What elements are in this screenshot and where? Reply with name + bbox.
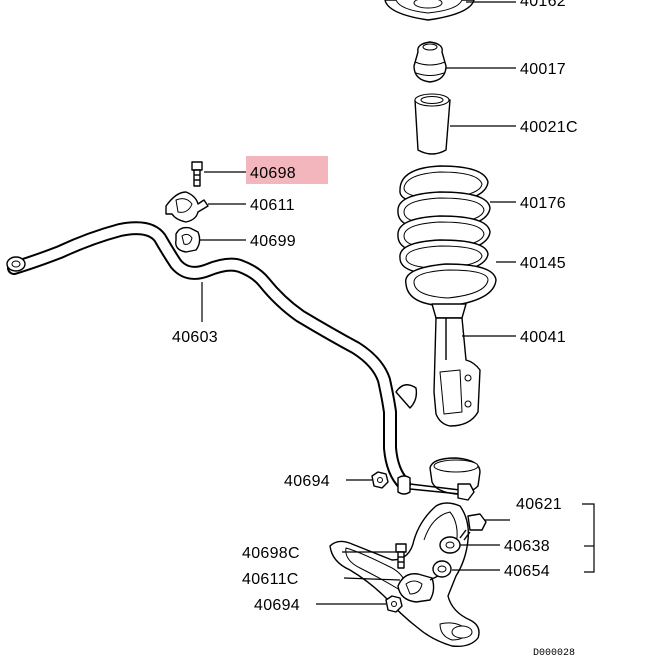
label-top-cut[interactable]: 40162 (520, 0, 566, 10)
bushing-top (175, 226, 201, 253)
label-40145[interactable]: 40145 (520, 255, 566, 272)
stabilizer-bar (6, 221, 418, 491)
lower-spring-seat (405, 263, 497, 307)
lower-arm (329, 502, 480, 648)
stud-nut (459, 513, 487, 541)
diagram-code: D000028 (533, 648, 575, 659)
label-40176[interactable]: 40176 (520, 195, 566, 212)
nut-bottom (385, 595, 403, 613)
label-40694-mid[interactable]: 40694 (284, 473, 330, 490)
label-40611[interactable]: 40611 (250, 197, 295, 214)
label-40638[interactable]: 40638 (504, 538, 550, 555)
upper-spring-seat (384, 0, 475, 21)
label-40041[interactable]: 40041 (520, 329, 566, 346)
label-40021c[interactable]: 40021C (520, 119, 578, 136)
dust-cover (414, 93, 451, 155)
label-40017[interactable]: 40017 (520, 61, 566, 78)
label-40698[interactable]: 40698 (250, 165, 296, 182)
bracket-line-right (582, 503, 595, 573)
highlight-40698 (246, 156, 328, 184)
strut-body (431, 303, 481, 427)
nut-mid (371, 471, 389, 489)
label-40694-bot[interactable]: 40694 (254, 597, 300, 614)
label-40698c[interactable]: 40698C (242, 545, 300, 562)
bracket-lower (397, 573, 439, 603)
bolt-lower (395, 543, 407, 569)
leader-40611c (343, 577, 401, 581)
label-40621[interactable]: 40621 (516, 496, 562, 513)
bump-stopper (413, 41, 447, 83)
label-40654[interactable]: 40654 (504, 563, 550, 580)
washer (439, 536, 461, 554)
bracket-top (165, 191, 209, 223)
ball-joint (397, 457, 481, 501)
dust-boot (432, 560, 452, 578)
coil-spring (397, 165, 491, 275)
label-40611c[interactable]: 40611C (242, 571, 299, 588)
label-40699[interactable]: 40699 (250, 233, 296, 250)
label-40603[interactable]: 40603 (172, 329, 218, 346)
bolt-top (191, 161, 203, 187)
